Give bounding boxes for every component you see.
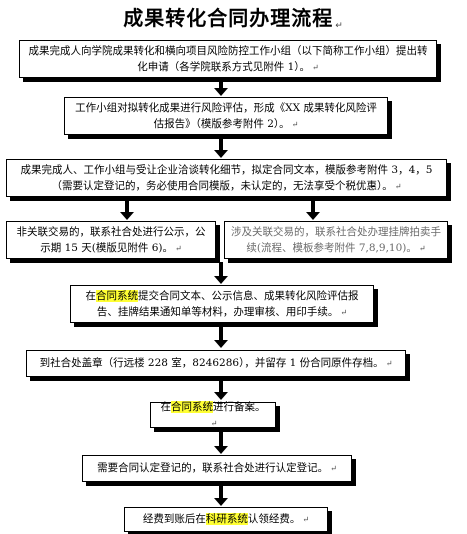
arrow-down-icon — [214, 325, 228, 348]
arrow-down-icon — [120, 199, 134, 220]
step-5-text-pre: 在 — [85, 289, 97, 302]
contract-system-highlight: 合同系统 — [96, 289, 138, 302]
step-7-text-pre: 在 — [160, 400, 172, 413]
paragraph-mark: ↵ — [340, 307, 348, 317]
arrow-down-icon — [214, 484, 228, 506]
step-2-box: 工作小组对拟转化成果进行风险评估，形成《XX 成果转化风险评估报告》（模版参考附… — [64, 97, 388, 135]
step-3-box: 成果完成人、工作小组与受让企业洽谈转化细节，拟定合同文本，模版参考附件 3，4，… — [6, 159, 447, 197]
title-text: 成果转化合同办理流程 — [123, 6, 334, 30]
paragraph-mark: ↵ — [291, 119, 299, 129]
paragraph-mark: ↵ — [210, 418, 218, 428]
step-4a-text: 非关联交易的，联系社合处进行公示，公示期 15 天(模版见附件 6)。 — [16, 225, 206, 254]
arrow-down-icon — [214, 137, 228, 158]
step-2-text: 工作小组对拟转化成果进行风险评估，形成《XX 成果转化风险评估报告》（模版参考附… — [75, 101, 377, 130]
step-4a-box: 非关联交易的，联系社合处进行公示，公示期 15 天(模版见附件 6)。↵ — [6, 221, 216, 259]
page-title: 成果转化合同办理流程↵ — [0, 2, 467, 32]
step-7-text-post: 进行备案。 — [213, 400, 266, 413]
step-1-text: 成果完成人向学院成果转化和横向项目风险防控工作小组（以下简称工作小组）提出转化申… — [28, 44, 428, 73]
arrow-down-icon — [214, 430, 228, 454]
step-4b-box: 涉及关联交易的，联系社合处办理挂牌拍卖手续(流程、模板参考附件 7,8,9,10… — [224, 221, 448, 259]
step-9-box: 经费到账后在科研系统认领经费。↵ — [124, 507, 328, 532]
paragraph-mark: ↵ — [335, 21, 344, 31]
paragraph-mark: ↵ — [330, 464, 337, 473]
step-7-box: 在合同系统进行备案。 ↵ — [150, 400, 276, 428]
step-5-text-post: 提交合同文本、公示信息、成果转化风险评估报告、挂牌结果通知单等材料，办理审核、用… — [96, 289, 359, 318]
step-3-text: 成果完成人、工作小组与受让企业洽谈转化细节，拟定合同文本，模版参考附件 3，4，… — [20, 163, 433, 192]
step-9-text-pre: 经费到账后在 — [142, 513, 206, 525]
arrow-down-icon — [214, 80, 228, 96]
contract-system-highlight: 合同系统 — [171, 400, 213, 413]
step-8-box: 需要合同认定登记的，联系社合处进行认定登记。↵ — [82, 455, 352, 482]
step-6-box: 到社合处盖章（行远楼 228 室，8246286），并留存 1 份合同原件存档。… — [26, 350, 406, 377]
research-system-highlight: 科研系统 — [205, 513, 248, 525]
step-1-box: 成果完成人向学院成果转化和横向项目风险防控工作小组（以下简称工作小组）提出转化申… — [19, 40, 437, 78]
paragraph-mark: ↵ — [385, 359, 393, 368]
step-9-text-post: 认领经费。 — [247, 513, 301, 525]
arrow-down-icon — [214, 379, 228, 400]
paragraph-mark: ↵ — [175, 243, 182, 253]
paragraph-mark: ↵ — [394, 181, 402, 191]
step-4b-text: 涉及关联交易的，联系社合处办理挂牌拍卖手续(流程、模板参考附件 7,8,9,10… — [231, 225, 441, 254]
step-8-text: 需要合同认定登记的，联系社合处进行认定登记。 — [97, 462, 329, 474]
paragraph-mark: ↵ — [302, 515, 310, 524]
arrow-down-icon — [306, 199, 320, 220]
step-5-box: 在合同系统提交合同文本、公示信息、成果转化风险评估报告、挂牌结果通知单等材料，办… — [70, 285, 374, 323]
arrow-down-icon — [214, 262, 228, 284]
step-6-text: 到社合处盖章（行远楼 228 室，8246286），并留存 1 份合同原件存档。 — [39, 357, 384, 369]
paragraph-mark: ↵ — [418, 243, 426, 253]
paragraph-mark: ↵ — [312, 62, 319, 72]
